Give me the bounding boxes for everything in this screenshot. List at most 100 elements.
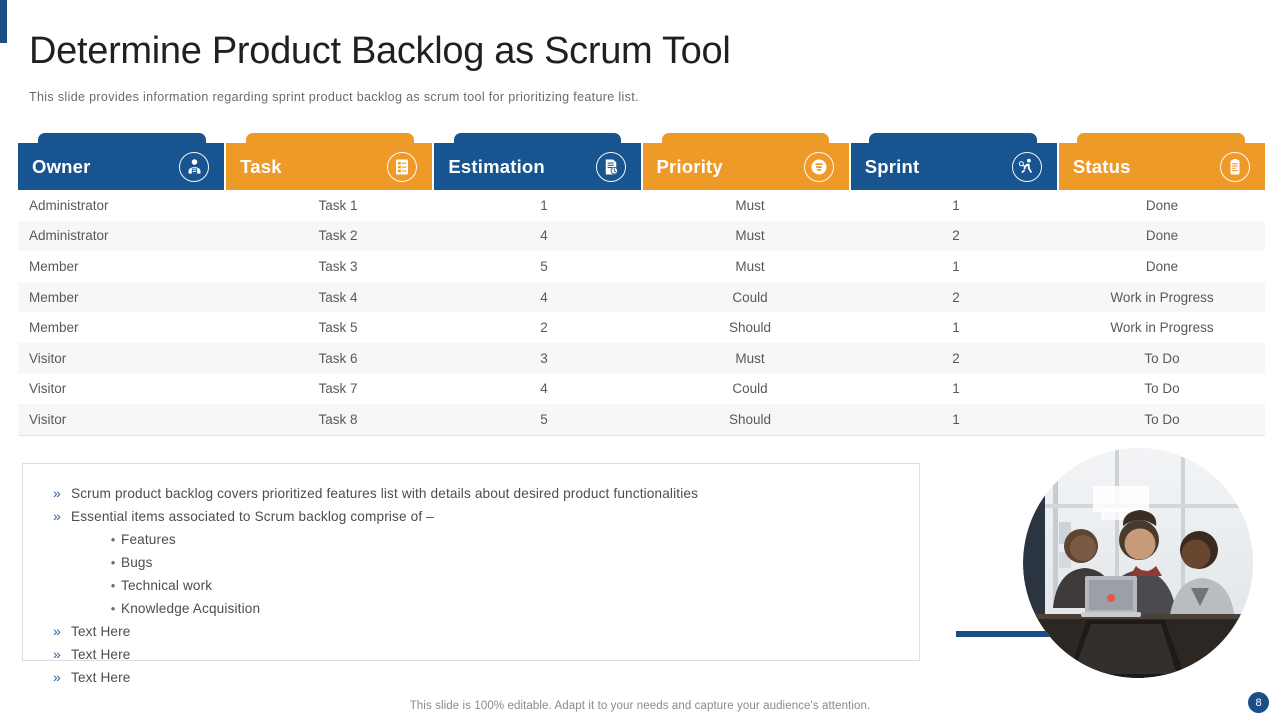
bullet-item: » Text Here [53,668,909,687]
table-cell-sprint: 1 [952,197,960,213]
table-cell-estimation: 3 [540,350,548,366]
sub-bullet-text: Technical work [121,578,213,593]
table-row[interactable]: Visitor Task 7 4 Could 1 To Do [18,373,1265,405]
table-cell-priority: Must [735,258,765,274]
table-cell-priority: Must [735,350,765,366]
table-cell-owner: Visitor [29,381,67,397]
table-header-task[interactable]: Task [224,143,433,190]
table-cell-sprint: 2 [952,350,960,366]
table-cell-task: Task 4 [318,289,358,305]
table-cell-priority: Should [728,411,772,427]
table-header-estimation[interactable]: Estimation [432,143,641,190]
page-title: Determine Product Backlog as Scrum Tool [29,30,731,72]
table-cell-priority: Must [735,197,765,213]
sub-bullet-list: • Features • Bugs • Technical work • Knowledge … [53,530,909,618]
bullet-item: » Essential items associated to Scrum bac… [53,507,909,526]
sub-bullet-text: Features [121,532,176,547]
table-cell-status: Done [1145,197,1179,213]
dot-bullet-icon: • [110,601,116,616]
table-header-priority[interactable]: Priority [640,143,849,190]
bullet-text: Text Here [71,624,131,639]
table-cell-owner: Member [29,258,79,274]
sub-bullet-item: • Technical work [53,576,909,595]
table-cell-task: Task 2 [318,228,358,244]
table-cell-task: Task 5 [318,320,358,336]
bullet-list: » Scrum product backlog covers prioritize… [53,484,909,691]
table-cell-estimation: 4 [540,289,548,305]
bullet-item: »Scrum product backlog covers prioritize… [53,484,909,503]
chevron-bullet-icon: » [53,623,61,639]
table-cell-status: Done [1145,258,1179,274]
clipboard-icon [1220,151,1251,182]
table-header-label: Task [240,155,282,177]
dot-bullet-icon: • [110,555,116,570]
table-header-label: Estimation [448,155,545,177]
table-cell-task: Task 1 [318,197,358,213]
footer-note: This slide is 100% editable. Adapt it to… [409,700,871,712]
sub-bullet-text: Bugs [121,555,153,570]
chevron-bullet-icon: » [53,669,61,685]
photo-accent-bar [956,631,1106,637]
table-header-label: Priority [656,155,723,177]
bullet-text: Text Here [71,647,131,662]
table-cell-task: Task 6 [318,350,358,366]
chevron-bullet-icon: » [53,646,61,662]
bullet-text: Essential items associated to Scrum back… [71,509,434,524]
table-cell-estimation: 2 [540,320,548,336]
dot-bullet-icon: • [110,578,116,593]
header-tab-notches [18,133,1265,147]
table-cell-priority: Could [732,381,768,397]
dot-bullet-icon: • [110,532,116,547]
table-cell-task: Task 8 [318,411,358,427]
accent-bar [0,0,7,43]
table-cell-estimation: 5 [540,258,548,274]
sub-bullet-item: • Knowledge Acquisition [53,599,909,618]
table-cell-priority: Must [735,228,765,244]
table-cell-owner: Member [29,320,79,336]
table-cell-owner: Member [29,289,79,305]
table-cell-sprint: 1 [952,320,960,336]
document-clock-icon [595,151,626,182]
table-cell-estimation: 4 [540,381,548,397]
table-cell-sprint: 2 [952,228,960,244]
table-cell-task: Task 3 [318,258,358,274]
table-header-row: Owner Task Estimation Priority Sprint Status [18,143,1265,190]
page-subtitle: This slide provides information regardin… [29,90,639,104]
details-box: » Scrum product backlog covers prioritize… [22,463,920,685]
table-cell-priority: Should [728,320,772,336]
table-cell-sprint: 2 [952,289,960,305]
runner-icon [1011,151,1042,182]
table-cell-sprint: 1 [952,381,960,397]
page-number-badge: 8 [1248,692,1269,713]
table-cell-estimation: 5 [540,411,548,427]
table-header-label: Owner [32,155,91,177]
checklist-icon [387,151,418,182]
table-cell-owner: Visitor [29,350,67,366]
table-header-owner[interactable]: Owner [18,143,225,190]
sub-bullet-item: • Features [53,530,909,549]
priority-list-icon [803,151,834,182]
sub-bullet-text: Knowledge Acquisition [121,601,261,616]
user-account-icon [179,151,210,182]
bullet-text: Scrum product backlog covers prioritized… [71,486,699,501]
table-cell-owner: Administrator [29,197,109,213]
bullet-text: Text Here [71,670,131,685]
table-header-status[interactable]: Status [1056,143,1265,190]
table-cell-status: Work in Progress [1110,289,1214,305]
chevron-bullet-icon: » [53,508,61,524]
table-cell-estimation: 4 [540,228,548,244]
table-cell-task: Task 7 [318,381,358,397]
table-header-sprint[interactable]: Sprint [848,143,1057,190]
table-cell-status: To Do [1144,381,1180,397]
table-header-label: Status [1072,155,1131,177]
